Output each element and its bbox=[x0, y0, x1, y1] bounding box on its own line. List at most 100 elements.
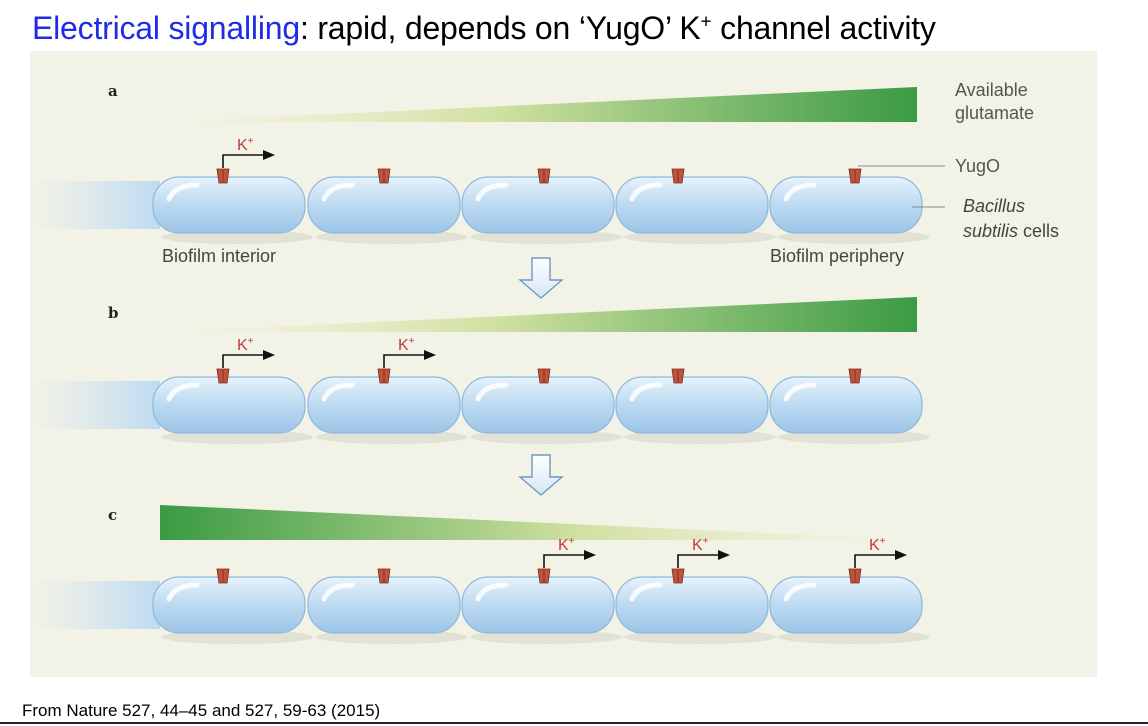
bacillus-cell bbox=[307, 168, 468, 244]
label-yugo: YugO bbox=[955, 156, 1000, 176]
cell-body bbox=[152, 176, 306, 234]
cell-highlight bbox=[166, 582, 200, 602]
cell-body bbox=[769, 576, 923, 634]
arrow-head bbox=[424, 350, 436, 360]
source-caption: From Nature 527, 44–45 and 527, 59-63 (2… bbox=[22, 701, 381, 720]
bacillus-cell bbox=[615, 168, 776, 244]
label-bacillus: Bacillus bbox=[963, 196, 1025, 216]
title-highlight: Electrical signalling bbox=[32, 10, 300, 46]
arrow-shaft bbox=[854, 554, 897, 568]
cell-chain-tail bbox=[30, 181, 160, 229]
title-prefix: : rapid, depends on ‘YugO’ K bbox=[299, 10, 701, 46]
arrow-shaft bbox=[222, 354, 265, 368]
glutamate-gradient-wedge bbox=[160, 297, 917, 332]
cell-highlight bbox=[321, 582, 355, 602]
bacillus-cell bbox=[152, 368, 313, 444]
bacillus-cell bbox=[152, 568, 313, 644]
panel-letter-c: c bbox=[108, 506, 117, 524]
k-ion-label: K+ bbox=[558, 536, 575, 554]
bacillus-cell bbox=[307, 368, 468, 444]
arrow-shaft bbox=[677, 554, 720, 568]
k-symbol: K bbox=[237, 337, 248, 354]
k-charge: + bbox=[880, 536, 886, 547]
panel-c: cK+K+K+ bbox=[30, 505, 930, 644]
cell-highlight bbox=[475, 182, 509, 202]
bacillus-cell bbox=[615, 568, 776, 644]
bacillus-cell bbox=[769, 368, 930, 444]
panel-a: aK+ bbox=[30, 82, 930, 244]
cell-body bbox=[615, 376, 769, 434]
cell-highlight bbox=[475, 382, 509, 402]
cell-body bbox=[307, 576, 461, 634]
k-ion-label: K+ bbox=[237, 136, 254, 154]
cell-body bbox=[769, 176, 923, 234]
k-ion-label: K+ bbox=[692, 536, 709, 554]
k-symbol: K bbox=[558, 537, 569, 554]
cell-highlight bbox=[629, 382, 663, 402]
k-ion-label: K+ bbox=[398, 336, 415, 354]
cell-highlight bbox=[475, 582, 509, 602]
figure-panel bbox=[30, 51, 1097, 677]
arrow-shaft bbox=[222, 154, 265, 168]
cell-chain-tail bbox=[30, 581, 160, 629]
k-efflux-arrow: K+ bbox=[383, 336, 436, 368]
arrow-head bbox=[895, 550, 907, 560]
figure-right-margin bbox=[1097, 51, 1148, 677]
bacillus-cell bbox=[769, 568, 930, 644]
k-charge: + bbox=[569, 536, 575, 547]
k-charge: + bbox=[703, 536, 709, 547]
k-symbol: K bbox=[692, 537, 703, 554]
label-available: Available bbox=[955, 80, 1028, 100]
down-arrow-a-b bbox=[518, 257, 564, 299]
k-charge: + bbox=[409, 336, 415, 347]
cell-body bbox=[152, 376, 306, 434]
bacillus-cell bbox=[461, 568, 622, 644]
glutamate-gradient-wedge bbox=[160, 505, 917, 540]
k-efflux-arrow: K+ bbox=[222, 336, 275, 368]
glutamate-gradient-wedge bbox=[160, 87, 917, 122]
cell-body bbox=[615, 176, 769, 234]
arrow-head bbox=[718, 550, 730, 560]
title-superscript: + bbox=[700, 11, 712, 33]
k-symbol: K bbox=[237, 137, 248, 154]
arrow-head bbox=[263, 350, 275, 360]
cell-highlight bbox=[783, 382, 817, 402]
arrow-head bbox=[263, 150, 275, 160]
cell-body bbox=[461, 376, 615, 434]
cell-body bbox=[307, 376, 461, 434]
bacillus-cell bbox=[307, 568, 468, 644]
cell-chain-tail bbox=[30, 381, 160, 429]
down-arrow-b-c bbox=[518, 454, 564, 496]
arrow-shaft bbox=[543, 554, 586, 568]
cell-highlight bbox=[629, 582, 663, 602]
cell-highlight bbox=[321, 182, 355, 202]
k-efflux-arrow: K+ bbox=[677, 536, 730, 568]
cell-highlight bbox=[629, 182, 663, 202]
k-efflux-arrow: K+ bbox=[543, 536, 596, 568]
k-efflux-arrow: K+ bbox=[222, 136, 275, 168]
label-glutamate: glutamate bbox=[955, 103, 1034, 123]
cell-body bbox=[615, 576, 769, 634]
arrow-shaft bbox=[383, 354, 426, 368]
cell-highlight bbox=[783, 182, 817, 202]
panel-letter-a: a bbox=[108, 82, 118, 100]
bottom-rule bbox=[0, 722, 1148, 724]
cell-body bbox=[307, 176, 461, 234]
slide-title: Electrical signalling: rapid, depends on… bbox=[32, 10, 936, 47]
label-subtilis-cells: subtilis cells bbox=[963, 221, 1059, 241]
bacillus-cell bbox=[769, 168, 930, 244]
bacillus-cell bbox=[461, 368, 622, 444]
k-charge: + bbox=[248, 336, 254, 347]
cell-highlight bbox=[166, 382, 200, 402]
k-charge: + bbox=[248, 136, 254, 147]
bacillus-cell bbox=[152, 168, 313, 244]
cell-highlight bbox=[783, 582, 817, 602]
panel-b: bK+K+ bbox=[30, 297, 930, 444]
k-ion-label: K+ bbox=[869, 536, 886, 554]
cell-body bbox=[769, 376, 923, 434]
cell-body bbox=[461, 576, 615, 634]
bacillus-cell bbox=[461, 168, 622, 244]
cell-body bbox=[152, 576, 306, 634]
k-symbol: K bbox=[398, 337, 409, 354]
